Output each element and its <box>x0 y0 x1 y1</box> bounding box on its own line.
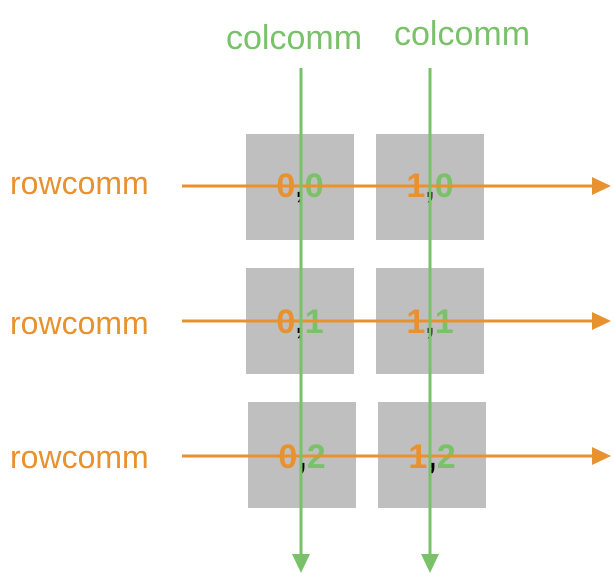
rowcomm-label-0: rowcomm <box>10 165 149 201</box>
rowcomm-arrow-2 <box>182 447 611 465</box>
colcomm-arrow-1 <box>421 68 439 573</box>
rowcomm-label-2: rowcomm <box>10 439 149 475</box>
rowcomm-arrow-0 <box>182 177 611 195</box>
colcomm-label-1: colcomm <box>394 15 531 53</box>
rowcomm-arrow-1 <box>182 312 611 330</box>
rowcomm-label-1: rowcomm <box>10 305 149 341</box>
colcomm-label-0: colcomm <box>226 19 363 57</box>
colcomm-arrow-0 <box>292 68 310 573</box>
